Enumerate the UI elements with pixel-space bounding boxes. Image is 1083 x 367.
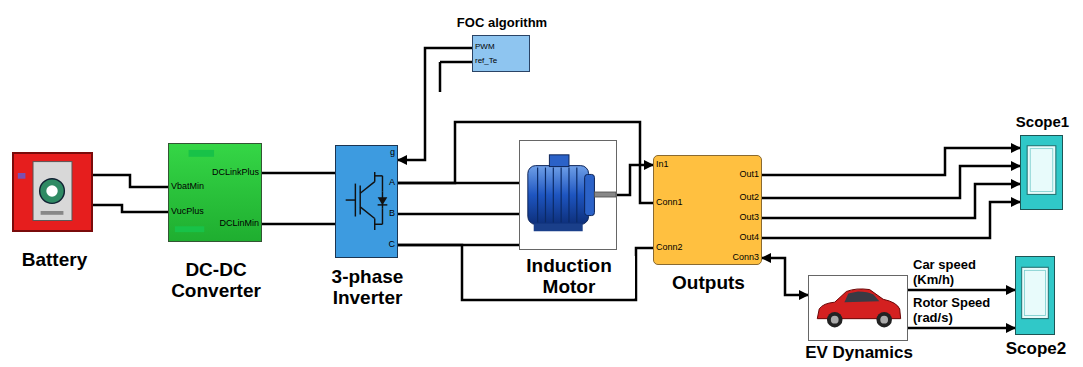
block-illustration (1016, 257, 1054, 334)
signal-wire (262, 223, 335, 226)
signal-wire (398, 245, 653, 300)
port-label: g (390, 148, 395, 158)
port-label: Out4 (739, 233, 759, 243)
port-label: PWM (475, 43, 495, 52)
signal-wire (262, 172, 335, 175)
block-caption: DC-DC Converter (147, 260, 285, 302)
port-label: A (389, 178, 395, 188)
block-illustration (809, 276, 907, 340)
block-illustration (1021, 136, 1062, 209)
block-illustration (14, 154, 91, 230)
signal-wire (398, 213, 519, 216)
block-caption: Scope2 (991, 340, 1081, 359)
converter-block: DC-DC ConverterVbatMinVucPlusDCLinkPlusD… (168, 143, 262, 242)
signal-wire (908, 289, 1015, 292)
signal-wire (762, 258, 808, 295)
port-label: Conn3 (732, 253, 759, 263)
stub-wire (440, 61, 472, 64)
block-illustration (336, 146, 397, 257)
vehicle-block: EV Dynamics (808, 275, 908, 341)
signal-label: Car speed (Km/h) (913, 258, 1011, 287)
signal-wire (762, 166, 1020, 198)
block-illustration (520, 141, 616, 249)
battery-block: Battery (12, 152, 93, 232)
block-caption: Battery (2, 250, 107, 271)
port-label: Out1 (739, 170, 759, 180)
stub-wire (439, 62, 442, 92)
signal-wire (762, 184, 1020, 218)
port-label: VbatMin (171, 182, 204, 192)
block-caption: EV Dynamics (794, 344, 924, 363)
block-caption: Scope1 (999, 114, 1083, 131)
signal-label: Rotor Speed (rad/s) (913, 296, 1011, 325)
port-label: Conn2 (656, 243, 683, 253)
signal-wire (762, 148, 1020, 175)
signal-wire (908, 327, 1015, 330)
signal-wire (762, 202, 1020, 238)
signal-wire (93, 175, 168, 187)
foc-block: FOC algorithmPWMref_Te (472, 35, 530, 72)
port-label: B (389, 209, 395, 219)
port-label: ref_Te (475, 57, 497, 66)
scope-block: Scope2 (1015, 256, 1055, 335)
signal-wire (617, 165, 653, 195)
motor-block: Induction Motor (519, 140, 617, 250)
port-label: DCLinkPlus (212, 168, 259, 178)
inverter-block: 3-phase InvertergABC (335, 145, 398, 258)
signal-wire (93, 205, 168, 212)
block-caption: 3-phase Inverter (304, 267, 431, 309)
port-label: Out2 (739, 193, 759, 203)
port-label: C (389, 240, 396, 250)
block-caption: Outputs (644, 273, 773, 294)
port-label: In1 (656, 160, 669, 170)
port-label: Out3 (739, 213, 759, 223)
port-label: DCLinMin (219, 219, 259, 229)
outputs-block: OutputsIn1Conn1Conn2Out1Out2Out3Out4Conn… (653, 155, 762, 265)
signal-wire (398, 48, 472, 160)
scope-block: Scope1 (1020, 135, 1063, 210)
port-label: Conn1 (656, 198, 683, 208)
block-caption: Induction Motor (503, 256, 635, 298)
block-caption: FOC algorithm (451, 16, 553, 30)
port-label: VucPlus (171, 207, 204, 217)
